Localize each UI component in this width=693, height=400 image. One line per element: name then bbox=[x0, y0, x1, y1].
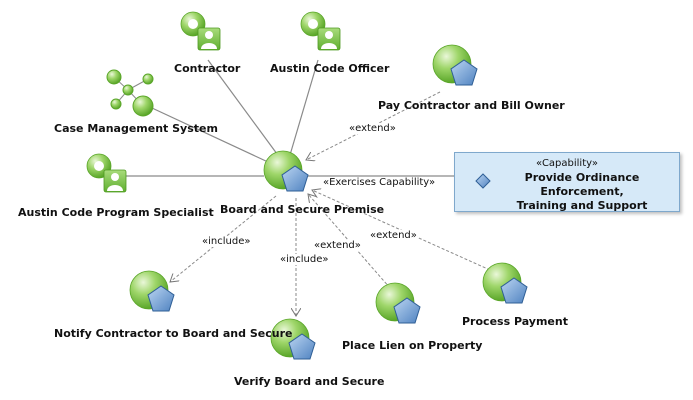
process-payment-usecase-icon[interactable] bbox=[482, 262, 528, 304]
usecase-label-board-secure: Board and Secure Premise bbox=[220, 203, 385, 216]
actor-label-code-officer: Austin Code Officer bbox=[270, 62, 390, 75]
association-lines bbox=[126, 59, 454, 177]
include-notify-arrow bbox=[170, 195, 277, 282]
notify-contractor-usecase-icon[interactable] bbox=[129, 270, 175, 312]
board-secure-usecase-icon[interactable] bbox=[263, 150, 309, 192]
edge-label-exercises: «Exercises Capability» bbox=[323, 177, 436, 188]
case-mgmt-system-icon[interactable] bbox=[106, 69, 154, 117]
code-officer-actor-icon[interactable] bbox=[300, 11, 341, 51]
capability-title-line2: Training and Support bbox=[516, 199, 648, 212]
usecase-label-place-lien: Place Lien on Property bbox=[342, 339, 483, 352]
capability-box[interactable]: «Capability» Provide Ordinance Enforceme… bbox=[454, 152, 680, 212]
association-contractor bbox=[207, 59, 281, 159]
contractor-actor-icon[interactable] bbox=[180, 11, 221, 51]
capability-title: Provide Ordinance Enforcement, Training … bbox=[491, 171, 673, 213]
actor-label-program-specialist: Austin Code Program Specialist bbox=[18, 206, 214, 219]
actor-label-contractor: Contractor bbox=[174, 62, 241, 75]
actor-label-case-mgmt: Case Management System bbox=[54, 122, 218, 135]
edge-label-extend-payment: «extend» bbox=[370, 230, 417, 241]
usecase-label-process-payment: Process Payment bbox=[462, 315, 568, 328]
association-case-mgmt bbox=[151, 107, 269, 163]
edge-label-extend-pay: «extend» bbox=[349, 123, 396, 134]
pay-contractor-usecase-icon[interactable] bbox=[432, 44, 478, 86]
capability-title-line1: Provide Ordinance Enforcement, bbox=[524, 171, 640, 198]
usecase-label-notify-contractor: Notify Contractor to Board and Secure bbox=[54, 327, 293, 340]
program-specialist-actor-icon[interactable] bbox=[86, 153, 127, 193]
usecase-label-verify-board: Verify Board and Secure bbox=[234, 375, 385, 388]
edge-label-include-verify: «include» bbox=[280, 254, 329, 265]
association-code-officer bbox=[289, 59, 319, 156]
capability-stereotype: «Capability» bbox=[536, 158, 598, 169]
capability-diamond-icon bbox=[475, 173, 491, 189]
edge-label-extend-lien: «extend» bbox=[314, 240, 361, 251]
usecase-label-pay-contractor: Pay Contractor and Bill Owner bbox=[378, 99, 565, 112]
place-lien-usecase-icon[interactable] bbox=[375, 282, 421, 324]
edge-label-include-notify: «include» bbox=[202, 236, 251, 247]
verify-board-usecase-icon[interactable] bbox=[270, 318, 316, 360]
